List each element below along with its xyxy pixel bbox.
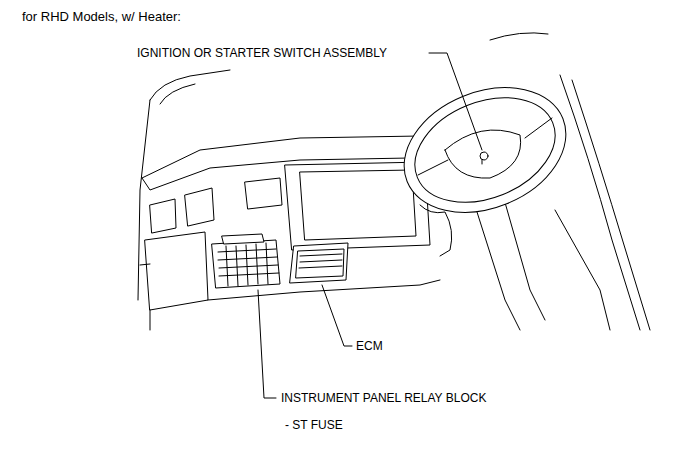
door-edge bbox=[138, 100, 150, 300]
leader-line bbox=[322, 285, 352, 346]
pillar-line bbox=[160, 84, 195, 104]
steering-column bbox=[500, 185, 545, 320]
part-label: INSTRUMENT PANEL RELAY BLOCK bbox=[279, 391, 488, 405]
panel-line bbox=[555, 210, 610, 330]
relay-block bbox=[212, 234, 280, 288]
steering-hub bbox=[445, 130, 521, 178]
vent bbox=[185, 188, 214, 226]
leader-line bbox=[429, 53, 482, 150]
diagram-title: for RHD Models, w/ Heater: bbox=[20, 10, 183, 24]
display-screen bbox=[300, 170, 416, 240]
leader-line bbox=[258, 290, 276, 398]
ignition-switch-symbol bbox=[480, 152, 488, 160]
glovebox bbox=[145, 232, 208, 310]
part-label: IGNITION OR STARTER SWITCH ASSEMBLY bbox=[135, 46, 389, 60]
vent bbox=[150, 199, 176, 233]
panel-line bbox=[140, 264, 150, 265]
driver-hand bbox=[420, 205, 452, 256]
part-label: - ST FUSE bbox=[283, 418, 345, 432]
vent bbox=[245, 178, 282, 209]
door-edge bbox=[572, 80, 650, 330]
ignition-switch-symbol bbox=[482, 160, 483, 164]
panel-line bbox=[150, 310, 151, 330]
steering-wheel-inner bbox=[399, 78, 570, 222]
steering-spoke bbox=[418, 118, 552, 175]
ecm-unit bbox=[290, 243, 348, 283]
pillar-line bbox=[490, 33, 548, 40]
part-label: ECM bbox=[354, 339, 385, 353]
